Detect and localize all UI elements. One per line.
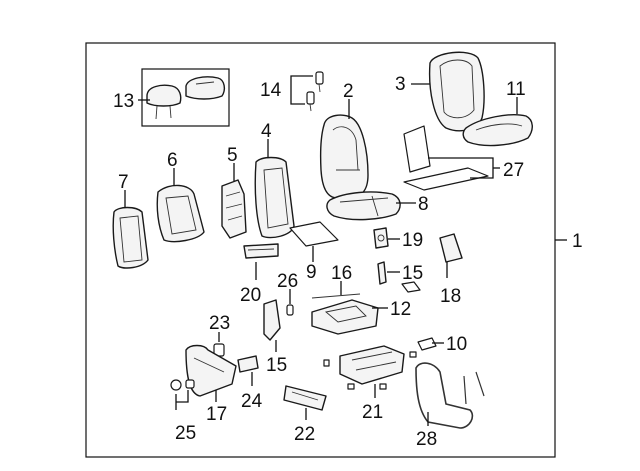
callout-27: 27 <box>503 160 524 181</box>
callout-14: 14 <box>260 80 282 101</box>
callout-21: 21 <box>362 402 383 423</box>
callout-2: 2 <box>343 81 354 102</box>
handle-part <box>283 385 327 411</box>
callout-9: 9 <box>306 262 317 283</box>
upper-bracket-part <box>377 261 421 293</box>
callout-10: 10 <box>446 334 467 355</box>
side-trim-part <box>156 184 205 243</box>
callout-20: 20 <box>240 285 261 306</box>
callout-6: 6 <box>167 150 178 171</box>
callout-3: 3 <box>395 74 406 95</box>
pin-part <box>417 337 437 351</box>
back-frame-part <box>254 156 295 239</box>
leader-14 <box>290 75 313 105</box>
adjuster-part <box>323 345 417 390</box>
callout-28: 28 <box>416 429 437 450</box>
callout-13: 13 <box>113 91 134 112</box>
seat-cushion-part <box>462 114 533 147</box>
back-panel-part <box>112 206 149 269</box>
recliner-part <box>221 179 247 239</box>
lower-bracket-part <box>263 299 281 341</box>
callout-12: 12 <box>390 299 411 320</box>
bracket-part <box>243 243 279 259</box>
diagram-frame <box>85 42 556 458</box>
cushion-frame-part <box>326 191 401 221</box>
callout-17: 17 <box>206 404 227 425</box>
headrest-guide-part <box>306 71 324 112</box>
cushion-pan-part <box>311 299 379 335</box>
trim-part <box>439 233 463 263</box>
callout-25: 25 <box>175 423 196 444</box>
callout-15b: 15 <box>266 355 287 376</box>
callout-23: 23 <box>209 313 230 334</box>
headrest-part <box>146 76 226 120</box>
seat-back-cover-part <box>319 114 369 199</box>
callout-4: 4 <box>261 121 272 142</box>
bolt-part <box>286 304 294 316</box>
wire-frame-part <box>415 362 485 429</box>
side-shield-part <box>185 344 237 397</box>
rod-part <box>311 293 361 299</box>
callout-24: 24 <box>241 391 263 412</box>
leader-25 <box>175 390 189 410</box>
callout-15a: 15 <box>402 263 423 284</box>
cushion-pad-part <box>289 221 339 247</box>
switch-part <box>237 355 259 373</box>
callout-5: 5 <box>227 145 238 166</box>
clip-part <box>373 227 389 249</box>
callout-16: 16 <box>331 263 352 284</box>
callout-11: 11 <box>506 79 526 100</box>
callout-19: 19 <box>402 230 423 251</box>
callout-1: 1 <box>572 231 583 252</box>
callout-26: 26 <box>277 271 298 292</box>
callout-7: 7 <box>118 172 129 193</box>
headrest-inset-box <box>141 68 230 127</box>
callout-8: 8 <box>418 194 429 215</box>
seat-back-part <box>428 51 485 132</box>
callout-18: 18 <box>440 286 461 307</box>
callout-22: 22 <box>294 424 315 445</box>
heater-pad-part <box>403 125 489 191</box>
knob-part <box>170 379 195 391</box>
